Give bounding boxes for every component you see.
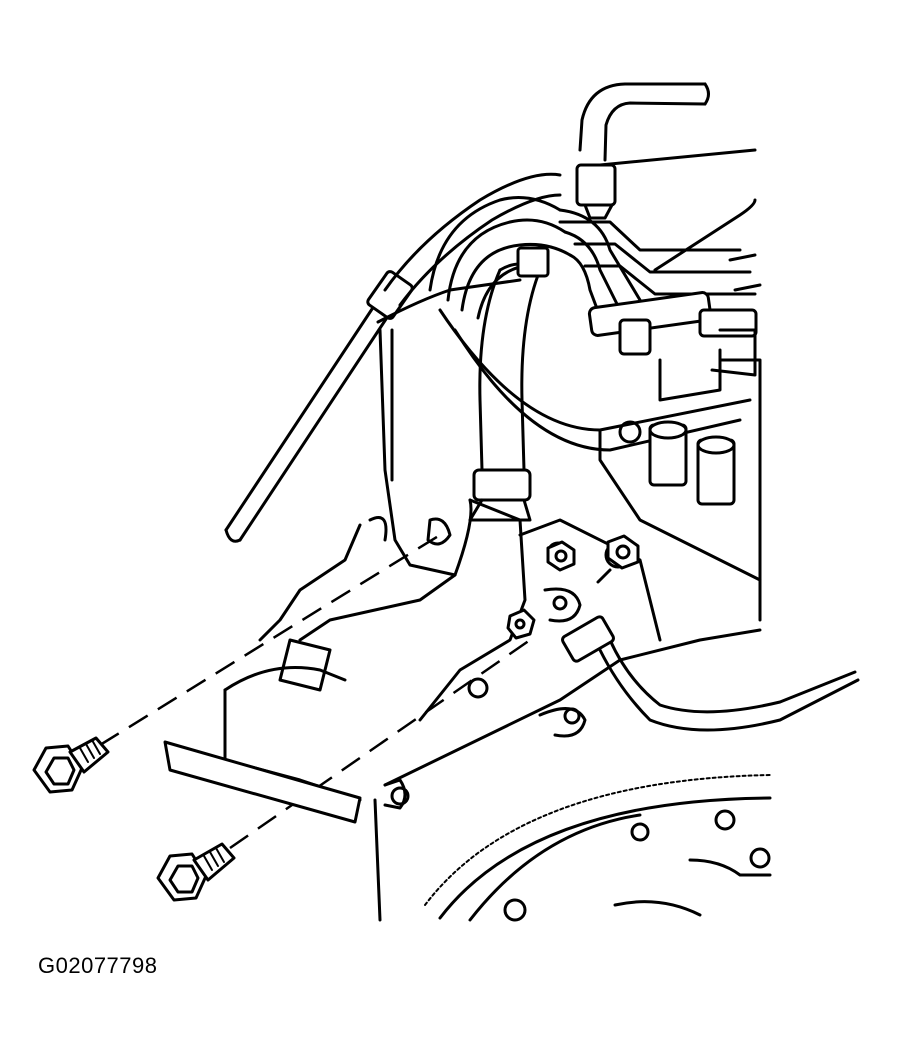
engine-edge-left (376, 278, 522, 482)
bolt-upper (32, 736, 110, 794)
upper-hose (575, 82, 710, 220)
bolt-lower (156, 842, 236, 902)
flywheel-ring-gear (424, 774, 772, 922)
alignment-lines (99, 533, 531, 850)
wire-harness (543, 587, 860, 732)
intake-manifold (438, 253, 762, 622)
figure-code: G02077798 (38, 953, 158, 978)
lower-strap (163, 740, 362, 824)
stud-nuts (467, 534, 640, 699)
dipstick-tube (224, 172, 562, 543)
vertical-hose (468, 246, 550, 522)
